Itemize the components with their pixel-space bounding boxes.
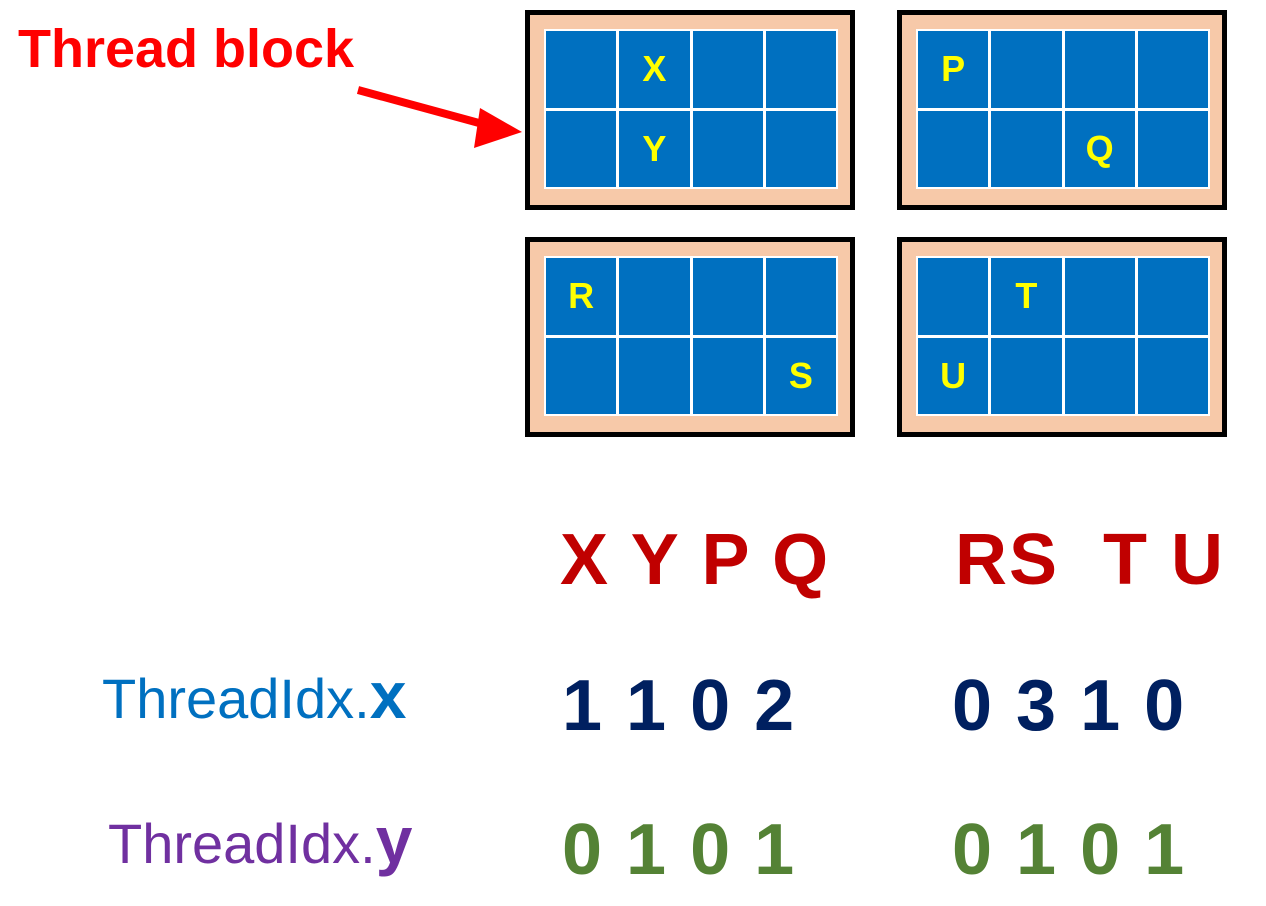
thread-cell: Y [619,110,690,187]
thread-cell: U [918,337,989,414]
threadidx-y-prefix: ThreadIdx. [108,812,376,875]
thread-grid: P Q [916,29,1210,189]
thread-cell [692,31,763,108]
thread-grid: X Y [544,29,838,189]
thread-cell [1137,258,1208,335]
thread-cell [1137,110,1208,187]
thread-cell [765,110,836,187]
thread-cell [546,31,617,108]
thread-block-3: T U [897,237,1227,437]
thread-cell [1064,258,1135,335]
thread-cell [991,31,1062,108]
thread-block-0: X Y [525,10,855,210]
callout-arrow [356,86,522,148]
threadidx-x-values-right: 0 3 1 0 [952,666,1187,746]
thread-cell [765,258,836,335]
thread-cell [692,337,763,414]
thread-cell [546,337,617,414]
thread-block-callout: Thread block [18,19,355,79]
threadidx-y-values-left: 0 1 0 1 [562,810,797,890]
threadidx-x-label: ThreadIdx.x [102,655,406,739]
threadidx-x-values-left: 1 1 0 2 [562,666,797,746]
thread-cell: Q [1064,110,1135,187]
thread-cell [765,31,836,108]
thread-cell: S [765,337,836,414]
thread-block-2: R S [525,237,855,437]
thread-cell [692,258,763,335]
thread-cell [619,337,690,414]
thread-cell [546,110,617,187]
thread-grid: R S [544,256,838,416]
thread-cell: X [619,31,690,108]
threadidx-x-axis: x [369,658,407,732]
thread-cell [1064,31,1135,108]
thread-order-left: X Y P Q [560,520,831,600]
thread-cell [918,110,989,187]
thread-block-1: P Q [897,10,1227,210]
threadidx-y-axis: y [375,803,413,877]
thread-order-right: RS T U [955,520,1226,600]
thread-cell [1064,337,1135,414]
thread-cell: R [546,258,617,335]
thread-cell [1137,337,1208,414]
thread-cell: T [991,258,1062,335]
thread-cell [991,110,1062,187]
thread-cell: P [918,31,989,108]
threadidx-y-values-right: 0 1 0 1 [952,810,1187,890]
threadidx-y-label: ThreadIdx.y [108,800,412,884]
thread-grid: T U [916,256,1210,416]
thread-cell [619,258,690,335]
thread-cell [692,110,763,187]
thread-cell [918,258,989,335]
thread-cell [1137,31,1208,108]
threadidx-x-prefix: ThreadIdx. [102,667,370,730]
thread-cell [991,337,1062,414]
